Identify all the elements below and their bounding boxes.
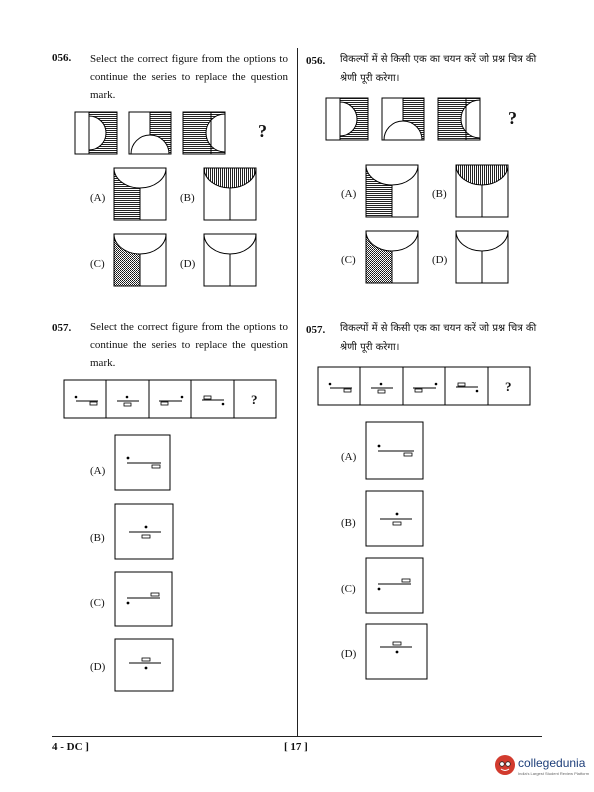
- q56-hi-option-b-figure[interactable]: [455, 164, 509, 222]
- q56-option-a-label[interactable]: (A): [90, 192, 106, 204]
- q57-hi-option-d-label[interactable]: (D): [341, 648, 357, 660]
- q56-question-mark: ?: [258, 121, 267, 141]
- q57-option-d-label[interactable]: (D): [90, 661, 106, 673]
- question-56-text: Select the correct figure from the optio…: [90, 53, 288, 101]
- q56-hi-option-a-label[interactable]: (A): [341, 188, 357, 200]
- question-56-hi-number: 056.: [306, 55, 326, 67]
- q56-hi-option-d-label[interactable]: (D): [432, 254, 448, 266]
- q57-hi-option-c-label[interactable]: (C): [341, 583, 356, 595]
- q57-hi-question-mark: ?: [505, 379, 512, 394]
- q57-hi-option-c-figure[interactable]: [365, 557, 426, 623]
- question-57-text: Select the correct figure from the optio…: [90, 321, 288, 369]
- q56-option-c-figure[interactable]: [113, 233, 167, 291]
- question-56-number: 056.: [52, 52, 72, 64]
- q57-option-d-figure[interactable]: [114, 638, 175, 700]
- q57-option-a-figure[interactable]: [114, 434, 171, 496]
- q56-problem-figure-2: [128, 111, 172, 155]
- q56-option-a-figure[interactable]: [113, 167, 167, 225]
- q57-hi-problem-series: [317, 366, 533, 412]
- q57-hi-option-b-label[interactable]: (B): [341, 517, 356, 529]
- mascot-icon: [495, 755, 515, 775]
- q56-problem-figure-1: [74, 111, 118, 155]
- q57-problem-series: [63, 379, 279, 425]
- logo-wordmark: collegedunia: [518, 756, 586, 770]
- q56-hi-option-a-figure[interactable]: [365, 164, 419, 222]
- q56-option-b-label[interactable]: (B): [180, 192, 195, 204]
- q56-hi-problem-figures: [325, 97, 526, 149]
- q57-option-b-label[interactable]: (B): [90, 532, 105, 544]
- q56-option-d-figure[interactable]: [203, 233, 257, 291]
- footer-rule: [52, 736, 542, 737]
- q56-option-b-figure[interactable]: [203, 167, 257, 225]
- question-57-hi-text: विकल्पों में से किसी एक का चयन करें जो प…: [340, 323, 537, 353]
- q57-option-a-label[interactable]: (A): [90, 465, 106, 477]
- q57-hi-option-a-figure[interactable]: [365, 421, 426, 487]
- q56-problem-figure-3: [182, 111, 226, 155]
- q56-problem-figures: [74, 111, 275, 163]
- q57-question-mark: ?: [251, 392, 258, 407]
- q57-option-c-label[interactable]: (C): [90, 597, 105, 609]
- footer-code: 4 - DC ]: [52, 741, 89, 753]
- q56-hi-option-c-figure[interactable]: [365, 230, 419, 288]
- q57-option-c-figure[interactable]: [114, 571, 175, 633]
- q57-hi-option-d-figure[interactable]: [365, 623, 430, 689]
- q56-hi-option-d-figure[interactable]: [455, 230, 509, 288]
- question-57-hi-number: 057.: [306, 324, 326, 336]
- q56-option-c-label[interactable]: (C): [90, 258, 105, 270]
- q57-hi-option-b-figure[interactable]: [365, 490, 426, 556]
- q56-hi-option-b-label[interactable]: (B): [432, 188, 447, 200]
- logo-tagline: India's Largest Student Review Platform: [518, 771, 590, 776]
- collegedunia-logo[interactable]: collegedunia India's Largest Student Rev…: [494, 750, 590, 782]
- q57-option-b-figure[interactable]: [114, 503, 175, 565]
- page-number: [ 17 ]: [284, 741, 308, 753]
- question-57-number: 057.: [52, 322, 72, 334]
- question-56-hi-text: विकल्पों में से किसी एक का चयन करें जो प…: [340, 54, 537, 84]
- q56-hi-option-c-label[interactable]: (C): [341, 254, 356, 266]
- q56-option-d-label[interactable]: (D): [180, 258, 196, 270]
- q56-hi-question-mark: ?: [508, 108, 517, 128]
- column-divider: [297, 48, 298, 736]
- q57-hi-option-a-label[interactable]: (A): [341, 451, 357, 463]
